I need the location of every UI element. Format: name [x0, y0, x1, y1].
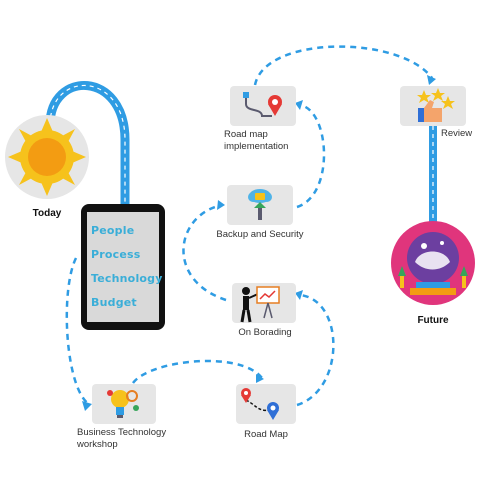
crystal-ball-icon	[391, 221, 475, 305]
tablet-screen	[87, 212, 159, 322]
thumbs-up-stars-icon	[400, 86, 466, 126]
connector-workshop-to-roadmap	[131, 359, 263, 384]
roadmap-pin-icon	[230, 86, 296, 126]
connector-onboarding-to-backup	[182, 203, 227, 302]
label-business-line1: Business Technology	[77, 427, 167, 438]
connector-tablet-to-workshop	[65, 257, 91, 407]
label-today: Today	[32, 208, 62, 219]
dashed-connectors	[65, 45, 434, 407]
label-backup-security: Backup and Security	[216, 229, 304, 240]
tablet-item-process: Process	[91, 248, 141, 261]
cloud-security-icon	[227, 185, 293, 225]
label-onboarding: On Borading	[238, 327, 292, 338]
connector-impl-to-review	[253, 45, 434, 86]
label-roadmap-impl-line2: implementation	[224, 141, 289, 152]
label-review: Review	[441, 128, 473, 139]
lightbulb-gear-icon	[92, 384, 156, 424]
sun-icon	[5, 115, 89, 199]
road-today-to-tablet	[45, 80, 130, 205]
tablet-item-technology: Technology	[91, 272, 163, 285]
road-review-to-future	[429, 126, 437, 228]
tablet-item-people: People	[91, 224, 135, 237]
route-pins-icon	[236, 384, 296, 424]
label-roadmap-impl-line1: Road map	[224, 129, 268, 140]
label-future: Future	[417, 315, 449, 326]
label-road-map: Road Map	[244, 429, 288, 440]
connector-roadmap-to-onboarding	[296, 293, 335, 407]
arrow-heads	[82, 75, 436, 411]
label-business-line2: workshop	[77, 439, 118, 450]
connector-backup-to-impl	[296, 103, 326, 209]
presentation-icon	[232, 283, 296, 323]
tablet-item-budget: Budget	[91, 296, 137, 309]
